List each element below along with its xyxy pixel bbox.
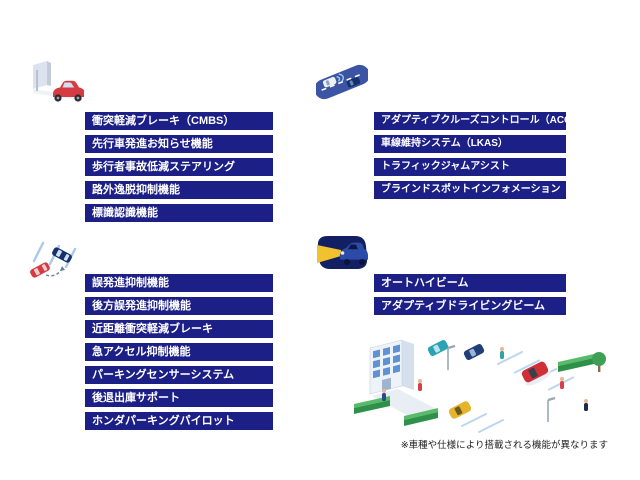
feature-bar: 先行車発進お知らせ機能: [85, 135, 273, 153]
feature-bar: ブラインドスポットインフォメーション: [374, 181, 566, 199]
feature-bar: 後退出庫サポート: [85, 389, 273, 407]
feature-bar: アダプティブドライビングビーム: [374, 297, 566, 315]
feature-group-headlight: オートハイビーム アダプティブドライビングビーム: [374, 274, 566, 315]
feature-bar: 車線維持システム（LKAS）: [374, 135, 566, 153]
feature-bar: オートハイビーム: [374, 274, 566, 292]
feature-bar: 近距離衝突軽減ブレーキ: [85, 320, 273, 338]
feature-bar: 急アクセル抑制機能: [85, 343, 273, 361]
feature-bar: 衝突軽減ブレーキ（CMBS）: [85, 112, 273, 130]
adaptive-cruise-icon: [316, 64, 368, 100]
feature-bar: ホンダパーキングパイロット: [85, 412, 273, 430]
feature-bar: 歩行者事故低減ステアリング: [85, 158, 273, 176]
feature-group-collision: 衝突軽減ブレーキ（CMBS） 先行車発進お知らせ機能 歩行者事故低減ステアリング…: [85, 112, 273, 222]
people-figures: [382, 347, 588, 411]
headlight-beam-icon: [317, 236, 368, 269]
feature-bar: 標識認識機能: [85, 204, 273, 222]
feature-bar: トラフィックジャムアシスト: [374, 158, 566, 176]
parking-assist-icon: [30, 241, 77, 278]
parking-lot-illustration: [354, 339, 606, 433]
footnote: ※車種や仕様により搭載される機能が異なります: [400, 440, 608, 451]
feature-bar: 後方誤発進抑制機能: [85, 297, 273, 315]
collision-car-icon: [33, 61, 84, 102]
feature-bar: 誤発進抑制機能: [85, 274, 273, 292]
feature-bar: アダプティブクルーズコントロール（ACC）: [374, 112, 566, 130]
feature-bar: パーキングセンサーシステム: [85, 366, 273, 384]
feature-bar: 路外逸脱抑制機能: [85, 181, 273, 199]
feature-group-parking: 誤発進抑制機能 後方誤発進抑制機能 近距離衝突軽減ブレーキ 急アクセル抑制機能 …: [85, 274, 273, 430]
feature-group-cruise: アダプティブクルーズコントロール（ACC） 車線維持システム（LKAS） トラフ…: [374, 112, 566, 199]
